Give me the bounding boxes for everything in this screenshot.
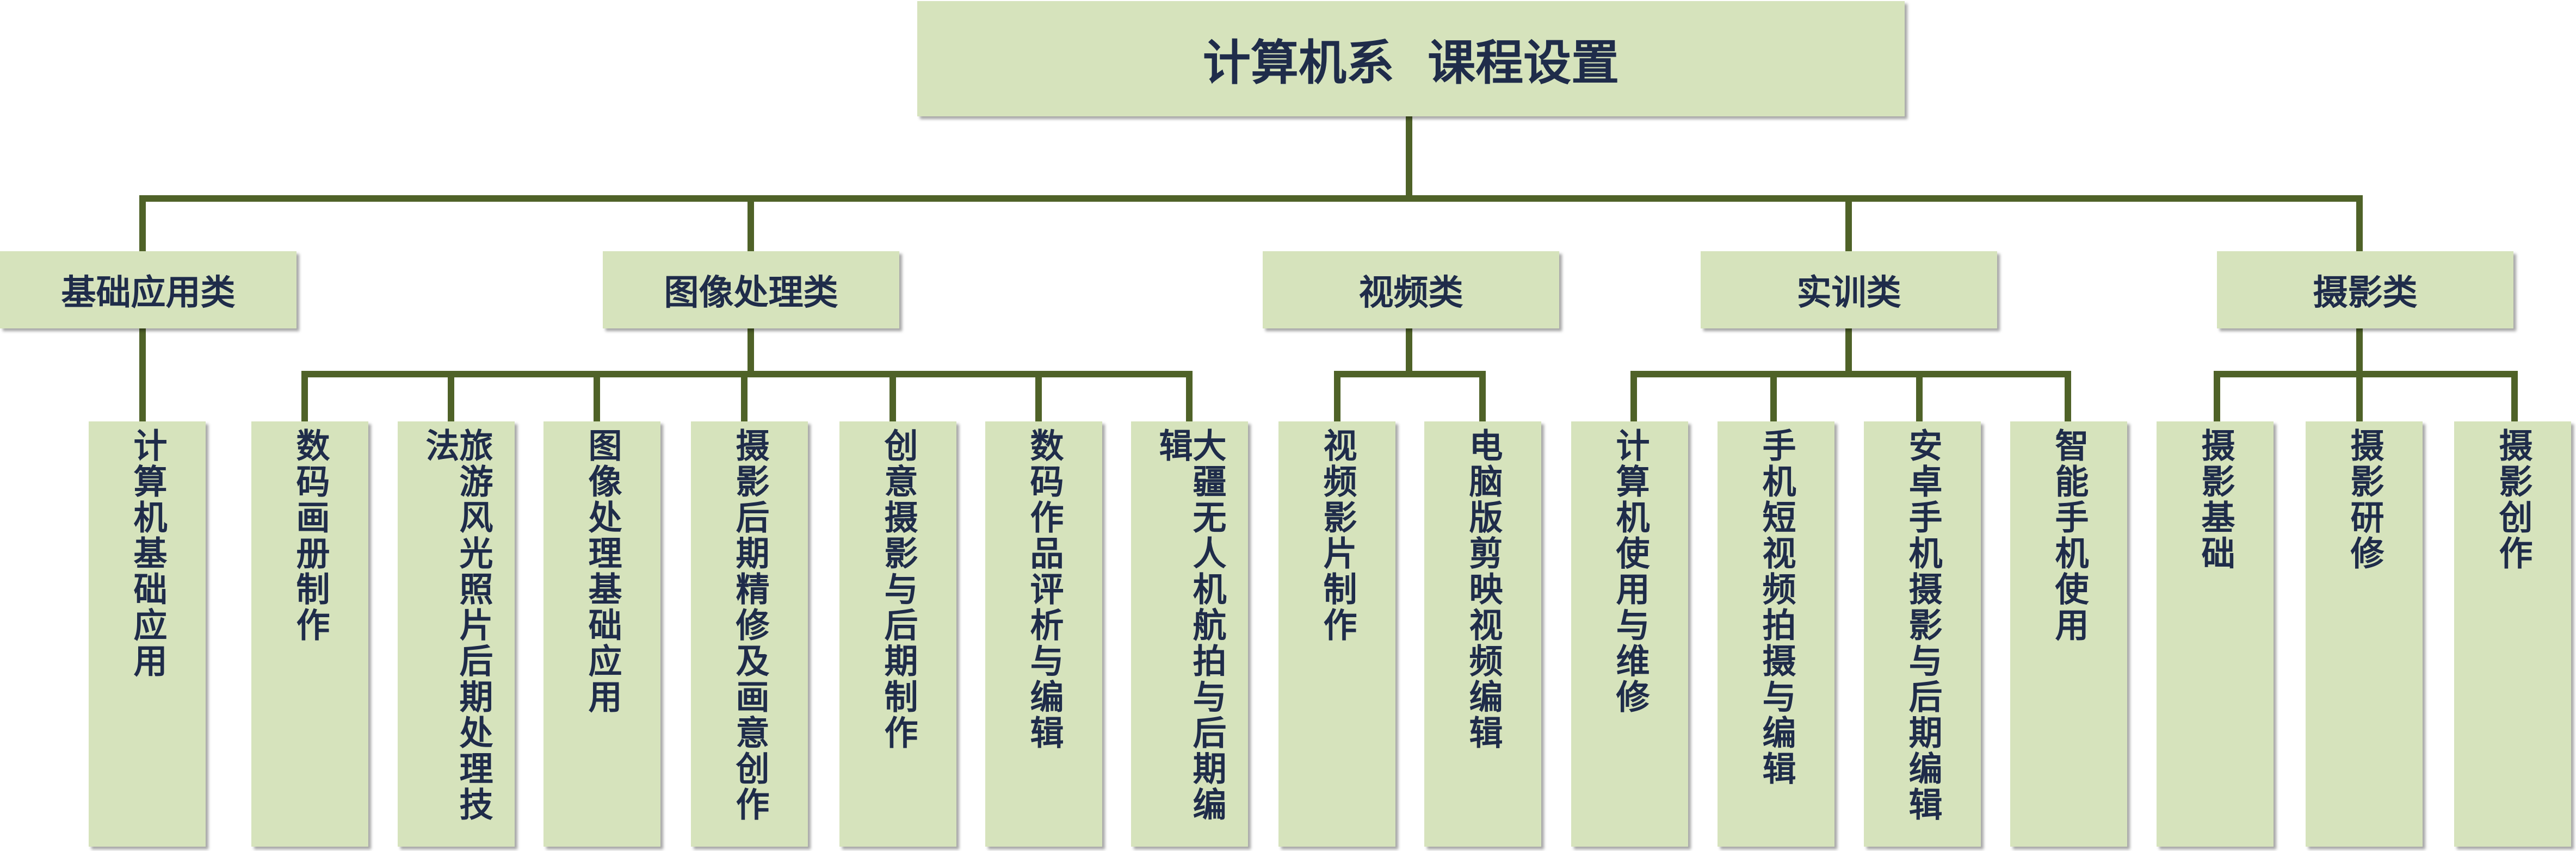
course-node: 视频影片制作 [1278,421,1395,847]
course-node: 电脑版剪映视频编辑 [1424,421,1541,847]
course-node: 智能手机使用 [2010,421,2127,847]
course-label: 安卓手机摄影与后期编辑 [1902,428,1943,823]
category-label: 基础应用类 [61,273,236,313]
course-node: 计算机基础应用 [89,421,206,847]
course-label: 大疆无人机航拍与后期编辑 [1153,428,1227,823]
course-node: 摄影研修 [2306,421,2423,847]
course-node: 摄影创作 [2454,421,2571,847]
course-node: 摄影后期精修及画意创作 [691,421,808,847]
course-node: 图像处理基础应用 [543,421,660,847]
root-title: 计算机系 课程设置 [1202,34,1620,91]
course-label: 数码作品评析与编辑 [1024,428,1064,751]
course-node: 创意摄影与后期制作 [839,421,956,847]
course-label: 创意摄影与后期制作 [878,428,918,751]
course-label: 摄影研修 [2344,428,2385,572]
course-label: 摄影创作 [2493,428,2533,572]
category-label: 图像处理类 [664,273,838,313]
course-node: 摄影基础 [2157,421,2274,847]
category-image-processing: 图像处理类 [603,251,899,328]
course-label: 视频影片制作 [1317,428,1357,643]
category-label: 视频类 [1358,273,1463,313]
course-label: 计算机使用与维修 [1610,428,1650,715]
course-node: 数码画册制作 [251,421,368,847]
category-video: 视频类 [1263,251,1559,328]
course-node: 旅游风光照片后期处理技法 [398,421,515,847]
course-label: 图像处理基础应用 [582,428,622,715]
course-label: 摄影后期精修及画意创作 [730,428,770,823]
course-node: 安卓手机摄影与后期编辑 [1864,421,1981,847]
course-label: 智能手机使用 [2049,428,2089,643]
category-basic-apps: 基础应用类 [0,251,296,328]
course-label: 手机短视频拍摄与编辑 [1756,428,1796,787]
course-label: 旅游风光照片后期处理技法 [419,428,493,823]
category-label: 摄影类 [2313,273,2418,313]
category-label: 实训类 [1796,273,1901,313]
course-label: 摄影基础 [2195,428,2235,572]
course-node: 手机短视频拍摄与编辑 [1718,421,1834,847]
course-node: 大疆无人机航拍与后期编辑 [1131,421,1248,847]
category-photography: 摄影类 [2217,251,2513,328]
course-node: 计算机使用与维修 [1571,421,1688,847]
course-label: 计算机基础应用 [127,428,168,679]
root-node: 计算机系 课程设置 [917,1,1905,116]
course-label: 电脑版剪映视频编辑 [1463,428,1503,751]
course-label: 数码画册制作 [290,428,330,643]
category-practical-training: 实训类 [1701,251,1997,328]
course-node: 数码作品评析与编辑 [985,421,1102,847]
